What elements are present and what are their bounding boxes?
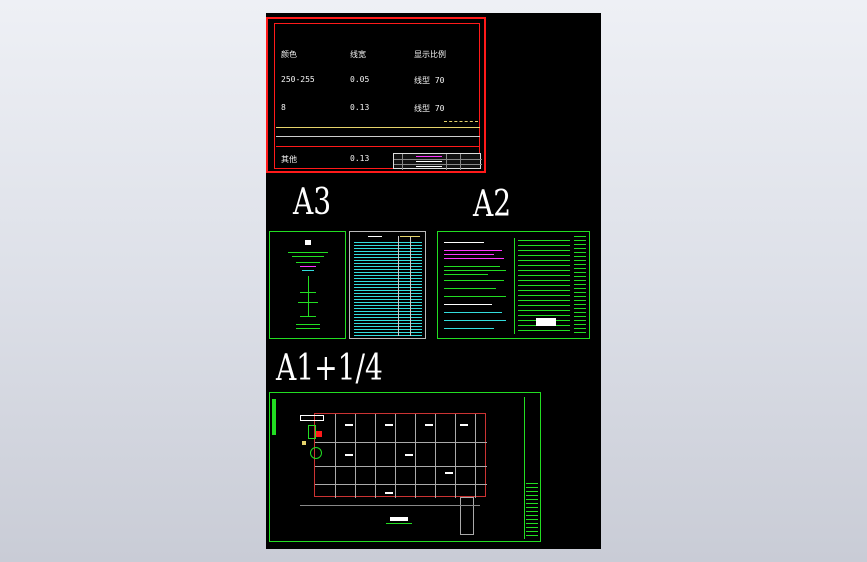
legend-sample-line-2 bbox=[276, 136, 480, 137]
legend-title-block bbox=[393, 153, 482, 170]
a1-floor-plan-sheet[interactable] bbox=[269, 392, 541, 542]
plan-bottom-extension bbox=[460, 497, 474, 535]
plan-left-wing bbox=[296, 411, 332, 467]
cad-model-viewport[interactable]: 颜色 线宽 显示比例 250-255 0.05 线型 70 8 0.13 线型 … bbox=[266, 13, 601, 549]
legend-row-3-color: 其他 bbox=[281, 155, 297, 164]
legend-row-3-width: 0.13 bbox=[350, 154, 370, 163]
index-table bbox=[354, 242, 422, 336]
plan-left-strip bbox=[272, 399, 276, 435]
legend-inner-frame bbox=[274, 23, 480, 169]
a2-title-strip bbox=[574, 236, 586, 334]
sheet-size-label-a3: A3 bbox=[293, 182, 332, 223]
sheet-size-label-a2: A2 bbox=[473, 184, 512, 225]
legend-row-2-color: 8 bbox=[281, 103, 286, 112]
a3-index-sheet[interactable] bbox=[349, 231, 426, 339]
legend-row-2-scale: 线型 70 bbox=[414, 104, 445, 113]
sheet-size-label-a1: A1+1/4 bbox=[276, 348, 383, 389]
legend-sample-line-dashed bbox=[444, 121, 478, 122]
legend-row-1-scale: 线型 70 bbox=[414, 76, 445, 85]
plan-title-block-border bbox=[524, 397, 525, 539]
a3-cover-sheet[interactable] bbox=[269, 231, 346, 339]
legend-row-2-width: 0.13 bbox=[350, 103, 370, 112]
plan-title-mark bbox=[390, 517, 408, 521]
legend-sheet[interactable]: 颜色 线宽 显示比例 250-255 0.05 线型 70 8 0.13 线型 … bbox=[266, 17, 486, 173]
legend-header-color: 颜色 bbox=[281, 50, 297, 59]
legend-sample-line-1 bbox=[276, 127, 480, 128]
legend-header-scale: 显示比例 bbox=[414, 50, 446, 59]
cover-logo-icon bbox=[305, 240, 311, 245]
legend-header-width: 线宽 bbox=[350, 50, 366, 59]
plan-title-block bbox=[526, 483, 538, 537]
a2-design-notes-sheet[interactable] bbox=[437, 231, 590, 339]
plan-scale-bar bbox=[300, 505, 480, 506]
notes-col-left bbox=[444, 240, 510, 334]
building-plan bbox=[314, 413, 487, 498]
legend-row-1-color: 250-255 bbox=[281, 75, 315, 84]
legend-sample-line-3 bbox=[276, 146, 480, 147]
notes-stamp bbox=[536, 318, 556, 326]
legend-row-1-width: 0.05 bbox=[350, 75, 370, 84]
